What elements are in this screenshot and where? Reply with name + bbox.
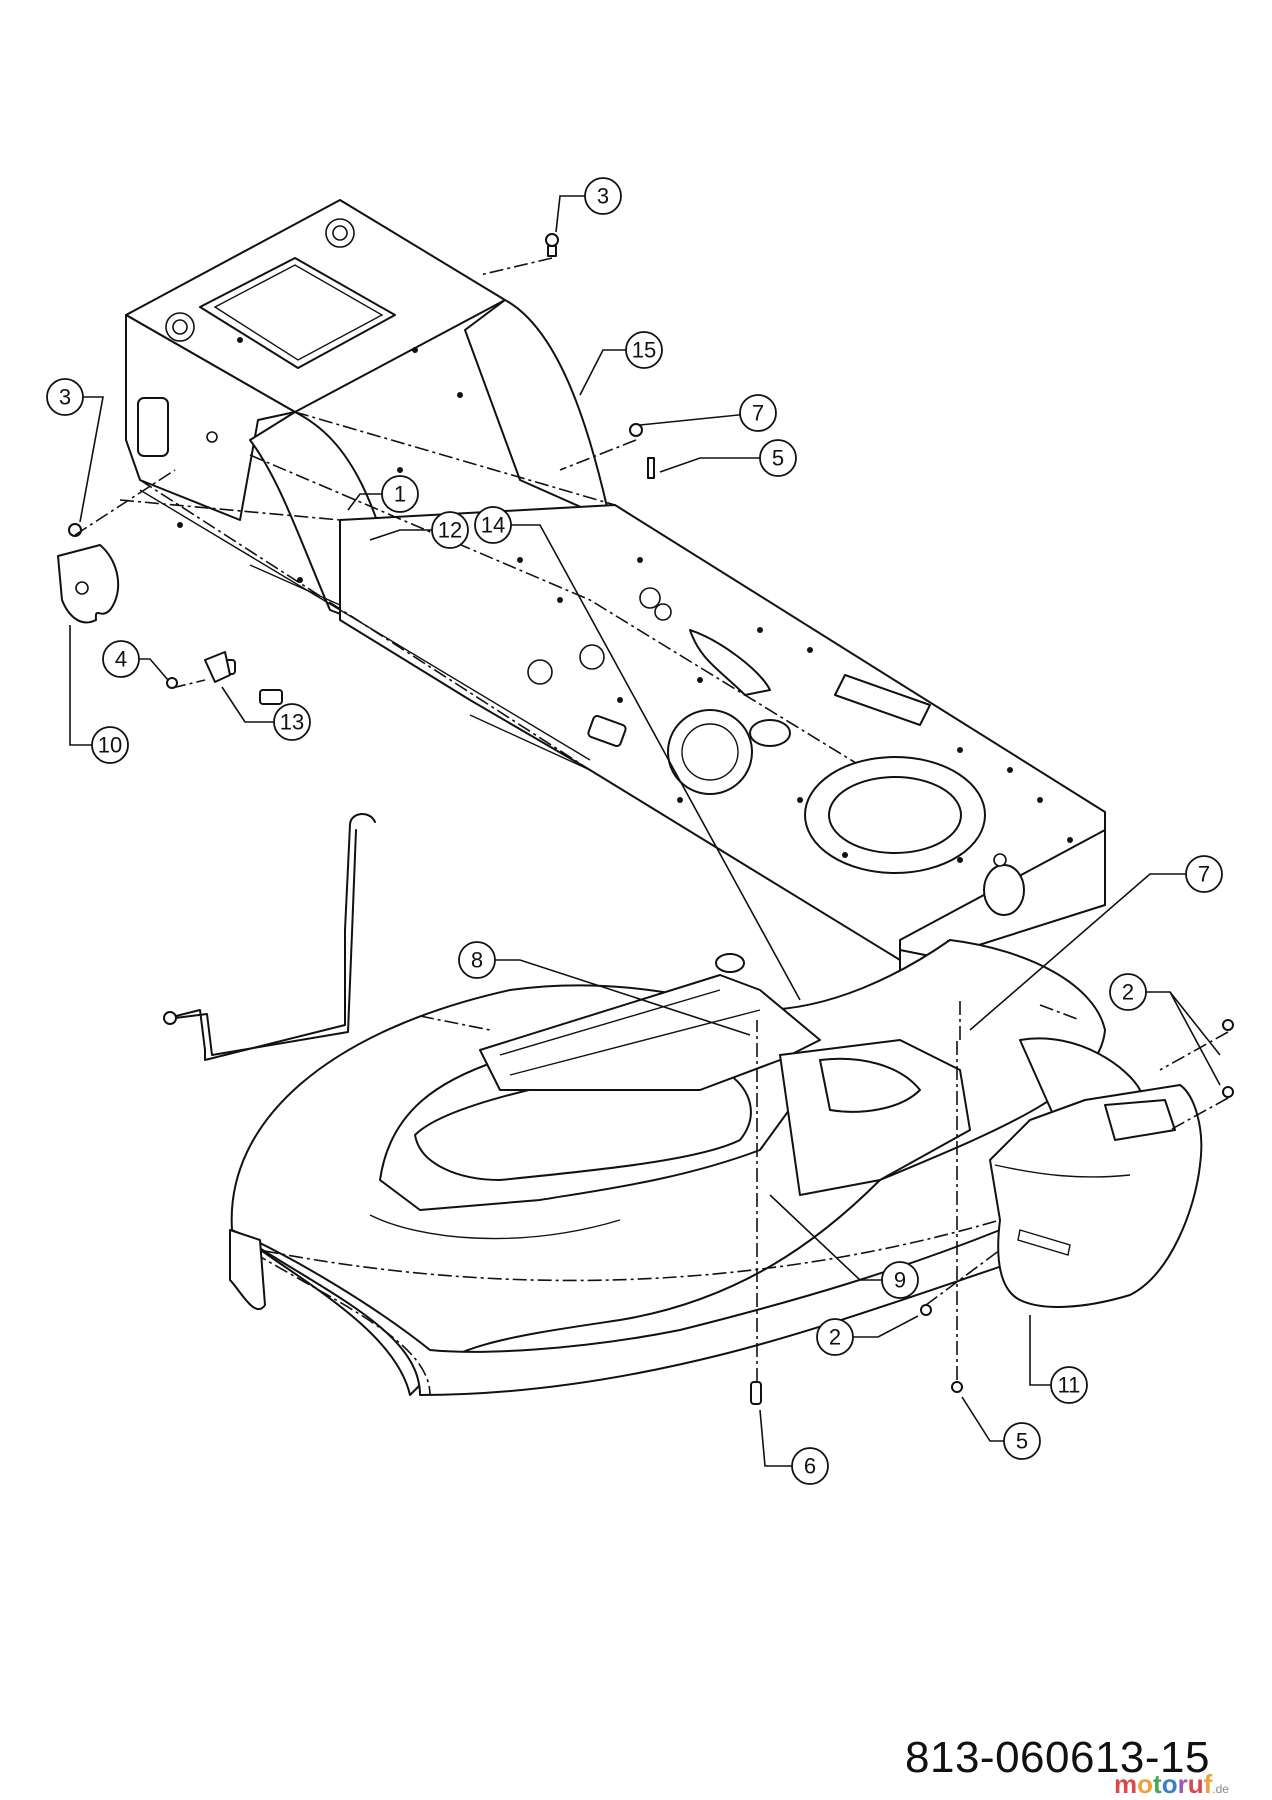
callout-7-right: 7 [969, 855, 1223, 1031]
callout-8: 8 [458, 941, 751, 1036]
svg-text:7: 7 [1198, 862, 1210, 887]
callout-6: 6 [759, 1409, 829, 1485]
callout-2-right: 2 [1109, 973, 1221, 1086]
callout-5-top: 5 [659, 439, 797, 477]
svg-text:5: 5 [1016, 1429, 1028, 1454]
svg-text:6: 6 [804, 1454, 816, 1479]
frame-assembly [119, 199, 1106, 1026]
callout-9: 9 [769, 1194, 919, 1299]
svg-text:14: 14 [481, 513, 505, 538]
callout-11: 11 [1029, 1315, 1088, 1404]
callouts: 3 15 7 5 3 12 4 [46, 177, 1223, 1485]
svg-text:2: 2 [1122, 980, 1134, 1005]
callout-12: 12 [369, 511, 469, 549]
callout-7-top: 7 [639, 394, 777, 432]
svg-text:4: 4 [115, 647, 127, 672]
svg-text:10: 10 [98, 733, 122, 758]
svg-text:12: 12 [438, 518, 462, 543]
callout-2-bottom: 2 [816, 1315, 919, 1356]
callout-14: 14 [474, 506, 801, 1001]
svg-text:5: 5 [772, 446, 784, 471]
callout-15: 15 [579, 331, 663, 396]
callout-1: 1 [347, 475, 419, 513]
part-1-lift-rod [163, 813, 376, 1061]
svg-text:9: 9 [894, 1268, 906, 1293]
part-13-bracket [204, 651, 231, 683]
svg-text:1: 1 [394, 482, 406, 507]
callout-5-bottom: 5 [961, 1396, 1041, 1460]
svg-text:13: 13 [280, 710, 304, 735]
svg-text:8: 8 [471, 948, 483, 973]
svg-text:15: 15 [632, 338, 656, 363]
callout-3-top: 3 [555, 177, 622, 233]
callout-3-left: 3 [46, 378, 104, 523]
svg-text:2: 2 [829, 1325, 841, 1350]
svg-text:3: 3 [597, 184, 609, 209]
part-10-plate [57, 544, 120, 624]
site-watermark: motoruf.de [1114, 1769, 1229, 1799]
callout-10: 10 [69, 625, 129, 764]
svg-text:3: 3 [59, 385, 71, 410]
part-11-cover [989, 1084, 1203, 1308]
svg-text:7: 7 [752, 401, 764, 426]
callout-4: 4 [102, 640, 169, 681]
svg-text:11: 11 [1058, 1373, 1081, 1398]
callout-13: 13 [221, 686, 311, 741]
assembly-lines [74, 257, 1229, 1382]
drawing-number: 813-060613-15 [905, 1733, 1210, 1782]
